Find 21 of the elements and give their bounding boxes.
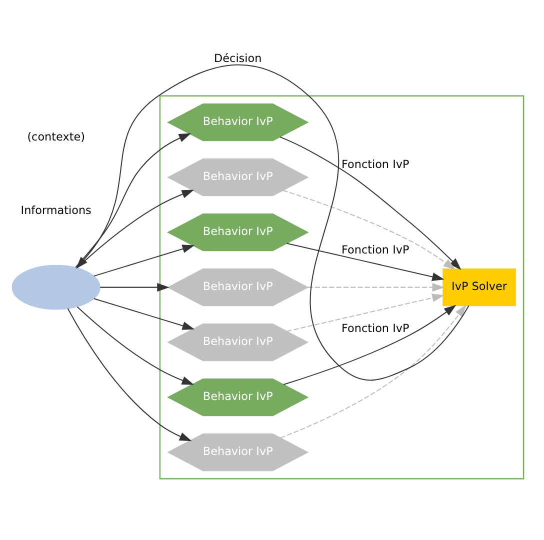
arrow [286,294,444,332]
node-box: IvP Solver [442,268,516,306]
arrow [280,304,466,438]
arrow [94,298,195,330]
arrow [76,306,194,385]
node-ellipse [12,264,100,310]
edge-label: Fonction IvP [341,158,410,171]
label: (contexte) [27,130,85,144]
label: Informations [20,204,92,217]
cluster [159,95,524,480]
arrow [282,190,456,270]
edge-label: Décision [214,52,262,66]
edge-label: Fonction IvP [341,244,410,256]
arrow [67,308,192,442]
arrow [308,283,444,292]
arrow [100,283,170,292]
arrow [280,136,462,270]
arrow [286,242,444,281]
arrow [284,304,456,385]
arrow [94,244,195,277]
edge-label: Fonction IvP [341,322,410,335]
